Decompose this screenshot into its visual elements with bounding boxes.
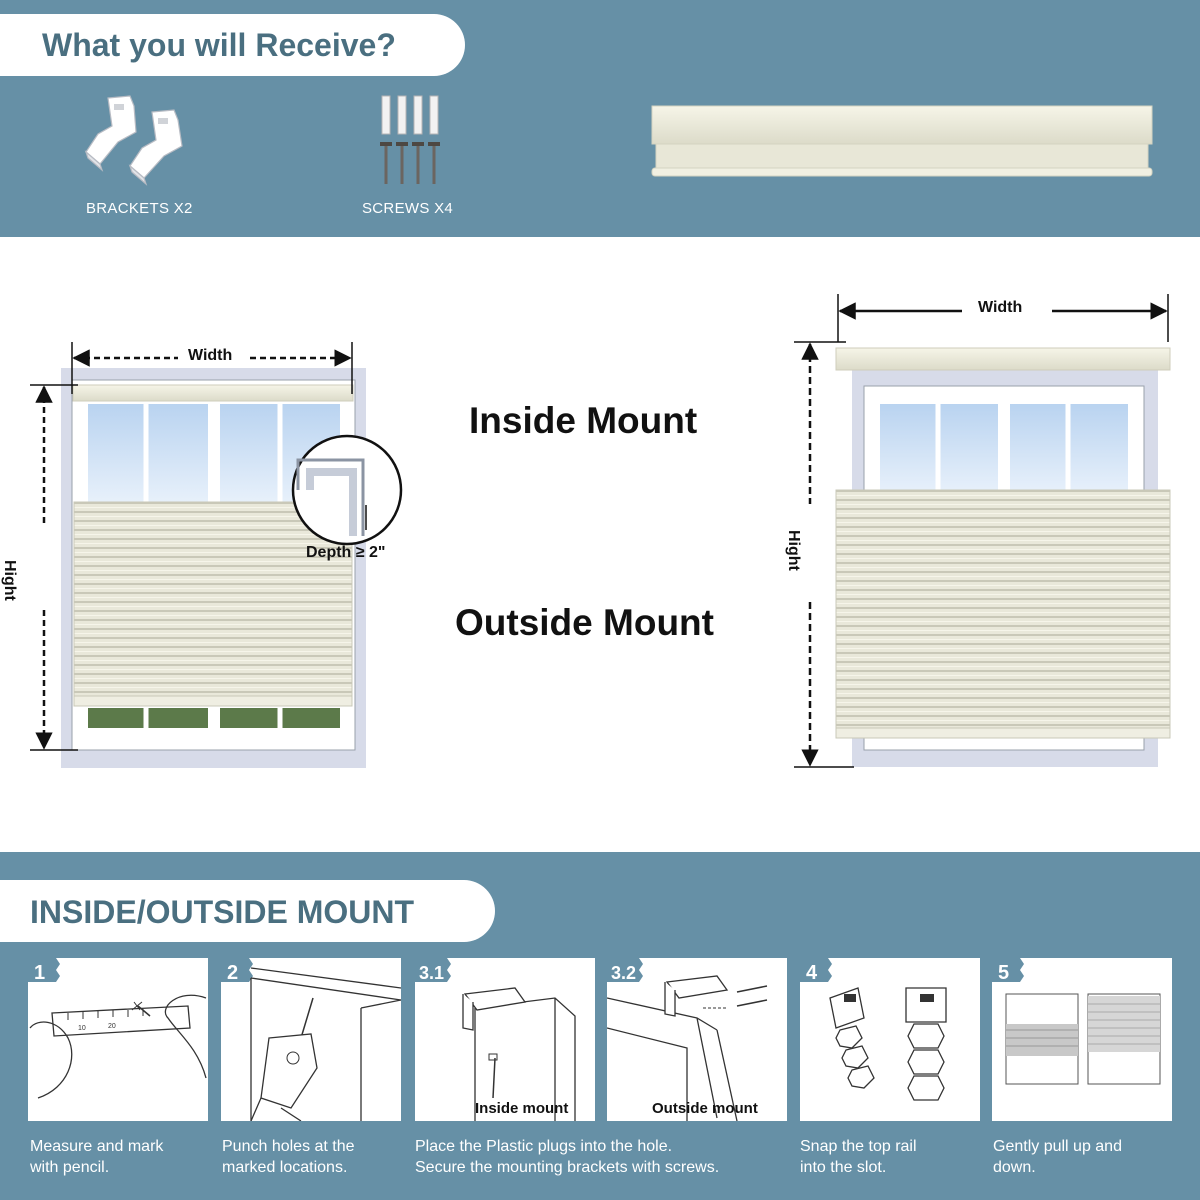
step-4-caption: Snap the top rail into the slot. bbox=[800, 1136, 917, 1178]
step-3-2-illustration: 3.2 bbox=[607, 958, 768, 1121]
step-5-panel: 5 bbox=[992, 958, 1172, 1121]
step-2-illustration: 2 bbox=[221, 958, 401, 1121]
outside-height-label: Hight bbox=[785, 530, 802, 571]
step-3-2-number: 3.2 bbox=[611, 963, 636, 983]
inside-height-label: Hight bbox=[1, 560, 18, 601]
inside-width-label: Width bbox=[188, 347, 233, 364]
step-2-number: 2 bbox=[227, 962, 238, 984]
step-3-1-illustration: 3.1 bbox=[415, 958, 576, 1121]
step-1-caption-line1: Measure and mark bbox=[30, 1138, 164, 1155]
step-4-panel: 4 bbox=[800, 958, 980, 1121]
step-4-caption-line1: Snap the top rail bbox=[800, 1138, 917, 1155]
depth-label: Depth ≥ 2" bbox=[306, 544, 386, 561]
screws-icon bbox=[380, 95, 440, 184]
inside-mount-note: Inside mount bbox=[475, 1100, 569, 1117]
step-5-caption-line1: Gently pull up and bbox=[993, 1138, 1122, 1155]
step-1-panel: 1 10 20 bbox=[28, 958, 208, 1121]
step-2-caption: Punch holes at the marked locations. bbox=[222, 1136, 355, 1178]
ruler-tick-20: 20 bbox=[108, 1023, 116, 1030]
step-3-caption: Place the Plastic plugs into the hole. S… bbox=[415, 1136, 719, 1178]
step-3-2-panel: 3.2 Outside mount bbox=[607, 958, 787, 1121]
outside-mount-note: Outside mount bbox=[652, 1100, 758, 1117]
step-3-caption-line1: Place the Plastic plugs into the hole. bbox=[415, 1138, 673, 1155]
receive-title-pill: What you will Receive? bbox=[0, 14, 465, 76]
step-4-caption-line2: into the slot. bbox=[800, 1159, 887, 1176]
ruler-tick-10: 10 bbox=[78, 1025, 86, 1032]
step-1-caption: Measure and mark with pencil. bbox=[30, 1136, 163, 1178]
step-2-caption-line1: Punch holes at the bbox=[222, 1138, 355, 1155]
brackets-label: BRACKETS X2 bbox=[86, 200, 193, 217]
inside-mount-diagram bbox=[30, 342, 403, 768]
step-3-caption-line2: Secure the mounting brackets with screws… bbox=[415, 1159, 720, 1176]
receive-title: What you will Receive? bbox=[42, 27, 396, 63]
step-2-caption-line2: marked locations. bbox=[222, 1159, 348, 1176]
step-5-caption-line2: down. bbox=[993, 1159, 1036, 1176]
outside-mount-title: Outside Mount bbox=[455, 602, 714, 643]
headrail-image bbox=[651, 105, 1153, 177]
step-2-panel: 2 bbox=[221, 958, 401, 1121]
screws-label: SCREWS X4 bbox=[362, 200, 454, 217]
step-4-illustration: 4 bbox=[800, 958, 947, 1101]
step-3-1-number: 3.1 bbox=[419, 963, 444, 983]
step-1-illustration: 1 10 20 bbox=[28, 958, 207, 1099]
outside-width-label: Width bbox=[978, 299, 1023, 316]
brackets-icon bbox=[84, 95, 183, 186]
step-5-illustration: 5 bbox=[992, 958, 1161, 1085]
steps-title: INSIDE/OUTSIDE MOUNT bbox=[30, 894, 415, 930]
outside-mount-diagram bbox=[794, 294, 1171, 768]
steps-title-pill: INSIDE/OUTSIDE MOUNT bbox=[0, 880, 495, 942]
step-5-number: 5 bbox=[998, 962, 1009, 984]
step-4-number: 4 bbox=[806, 962, 818, 984]
step-1-number: 1 bbox=[34, 962, 45, 984]
inside-mount-title: Inside Mount bbox=[469, 400, 698, 441]
step-5-caption: Gently pull up and down. bbox=[993, 1136, 1122, 1178]
step-3-1-panel: 3.1 Inside mount bbox=[415, 958, 595, 1121]
step-1-caption-line2: with pencil. bbox=[30, 1159, 110, 1176]
